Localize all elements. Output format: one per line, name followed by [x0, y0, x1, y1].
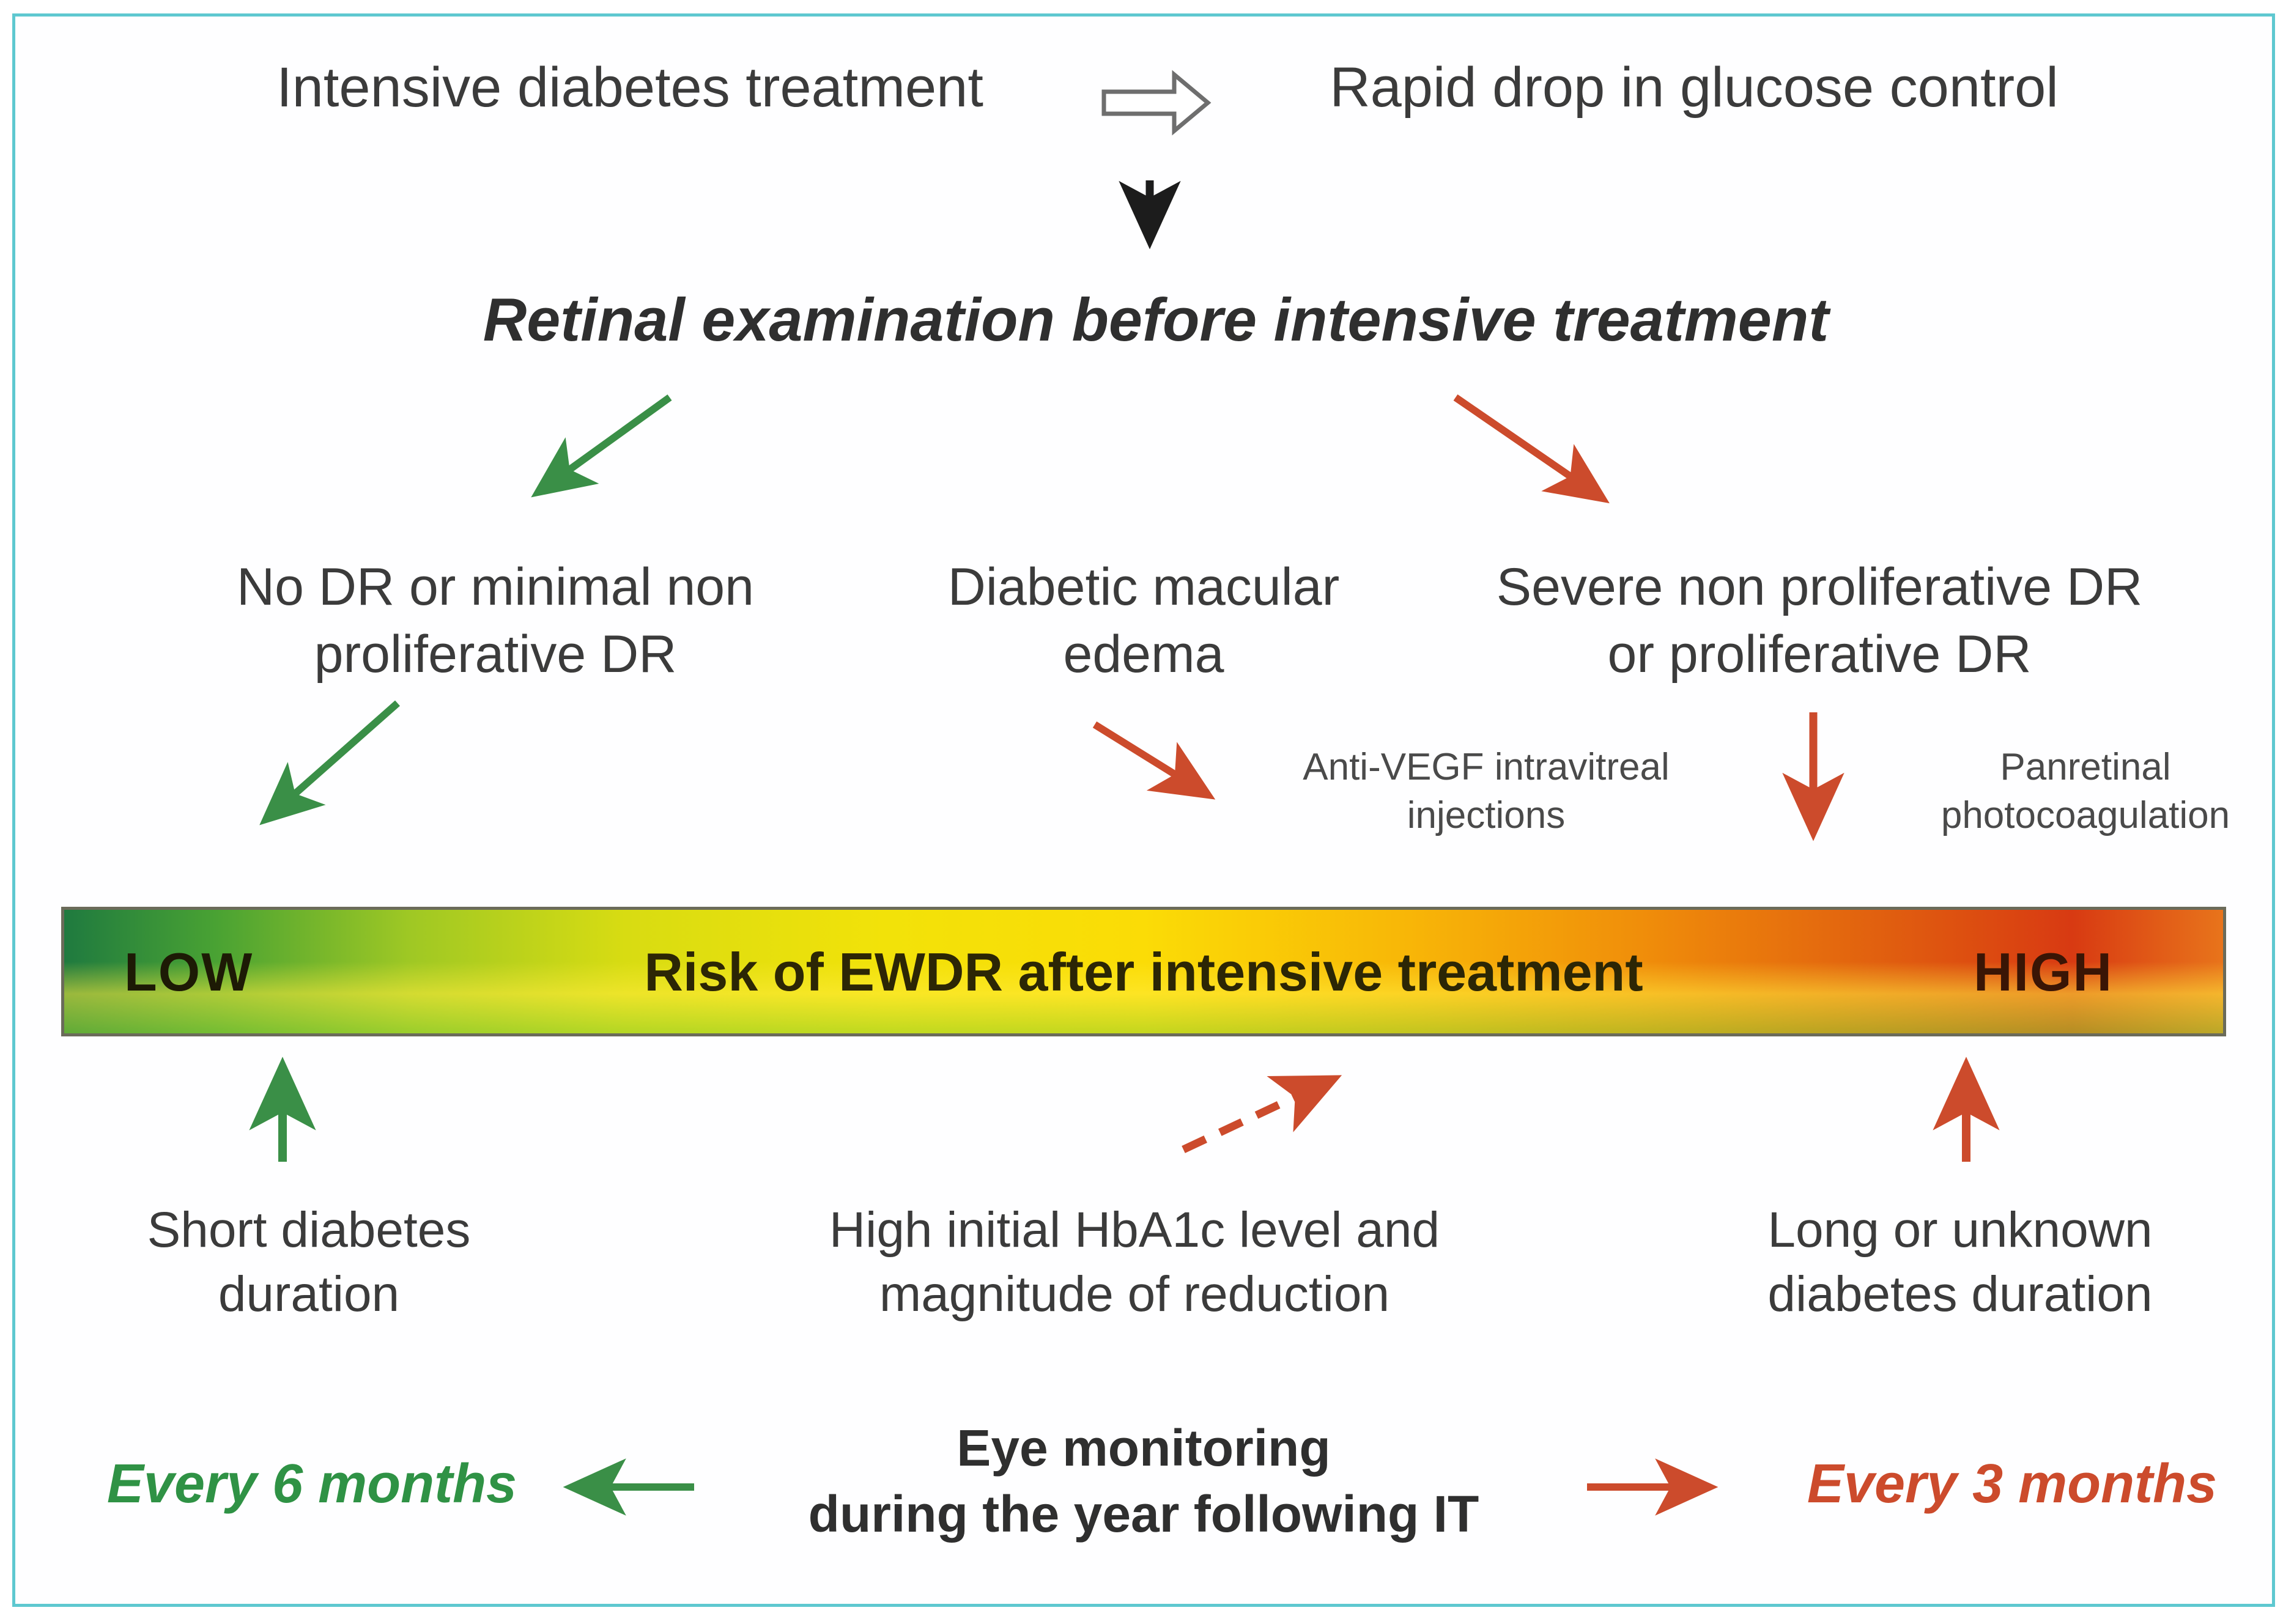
risk-factor-short-duration-label: Short diabetes duration	[147, 1202, 471, 1322]
header-right-label: Rapid drop in glucose control	[1330, 56, 2059, 119]
monitoring-title-label: Eye monitoring during the year following…	[808, 1419, 1479, 1543]
page-title: Retinal examination before intensive tre…	[483, 286, 1829, 353]
treatment-anti-vegf-label: Anti-VEGF intravitreal injections	[1303, 746, 1670, 837]
category-macular-edema-label: Diabetic macular edema	[947, 558, 1340, 684]
header-left-label: Intensive diabetes treatment	[276, 56, 983, 119]
treatment-panretinal-photocoagulation-label: Panretinal photocoagulation	[1941, 746, 2230, 837]
risk-factor-hba1c-label: High initial HbA1c level and magnitude o…	[829, 1202, 1440, 1322]
risk-bar-title: Risk of EWDR after intensive treatment	[644, 942, 1643, 1002]
risk-gradient-bar: LOW Risk of EWDR after intensive treatme…	[61, 907, 2226, 1036]
monitoring-every-3-months-label: Every 3 months	[1807, 1453, 2218, 1515]
category-severe-dr-label: Severe non proliferative DR or prolifera…	[1496, 558, 2143, 684]
category-no-dr-label: No DR or minimal non proliferative DR	[237, 558, 754, 684]
monitoring-every-6-months-label: Every 6 months	[106, 1453, 517, 1515]
risk-low-label: LOW	[124, 942, 254, 1002]
risk-factor-long-duration-label: Long or unknown diabetes duration	[1767, 1202, 2153, 1322]
risk-high-label: HIGH	[1974, 942, 2113, 1002]
